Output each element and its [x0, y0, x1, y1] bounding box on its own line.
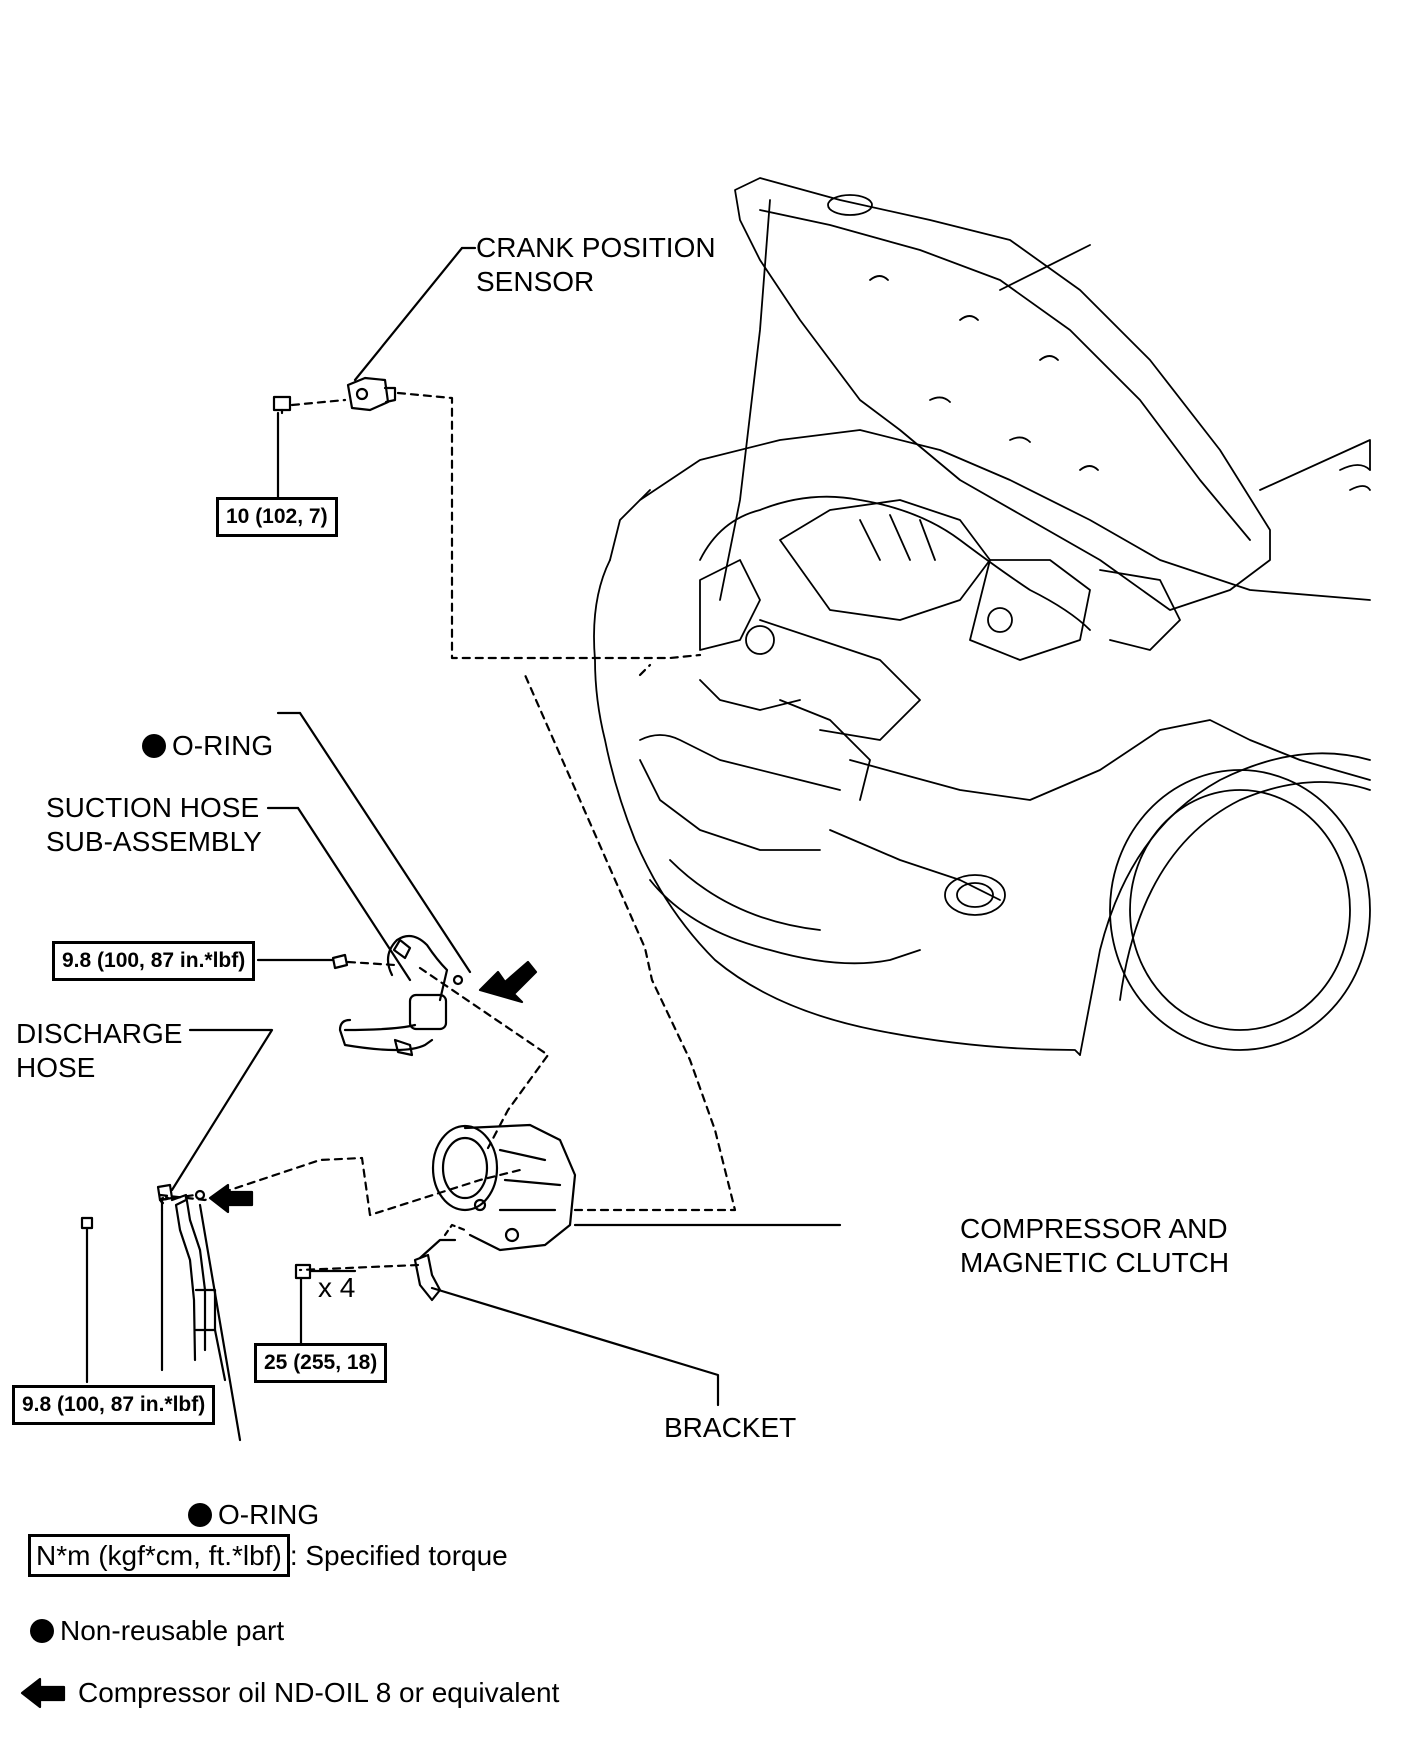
filled-circle-icon [188, 1503, 212, 1527]
arrow-left-icon [208, 1183, 254, 1214]
count-label: x 4 [318, 1272, 356, 1303]
legend-torque: N*m (kgf*cm, ft.*lbf): Specified torque [28, 1534, 508, 1577]
crank-leader-dashed [290, 391, 702, 660]
torque-discharge-bolt: 9.8 (100, 87 in.*lbf) [12, 1385, 216, 1425]
compressor-bolt-part [294, 1263, 357, 1347]
o-ring-top-leader [298, 711, 472, 974]
torque-crank-bolt: 10 (102, 7) [216, 497, 338, 537]
legend-torque-box: N*m (kgf*cm, ft.*lbf) [28, 1534, 290, 1577]
suction-dashed [346, 960, 550, 1150]
suction-hose-part [331, 934, 464, 1057]
legend-nonreusable: Non-reusable part [30, 1614, 284, 1648]
o-ring-bottom-label: O-RING [188, 1464, 319, 1532]
compressor-label: COMPRESSOR AND MAGNETIC CLUTCH [960, 1213, 1230, 1278]
compressor-dashed [523, 673, 737, 1212]
crank-sensor-part [346, 246, 477, 412]
bracket-leader [430, 1286, 720, 1407]
torque-suction-bolt: 9.8 (100, 87 in.*lbf) [52, 941, 256, 981]
filled-circle-icon [30, 1619, 54, 1643]
torque-compressor-bolt: 25 (255, 18) [254, 1343, 388, 1383]
arrow-left-icon [478, 960, 538, 1004]
legend-arrow-icon [20, 1677, 66, 1709]
o-ring-bottom-leader [198, 1203, 242, 1442]
compressor-part [431, 1123, 842, 1252]
suction-hose-label: SUCTION HOSE SUB-ASSEMBLY [46, 792, 262, 857]
filled-circle-icon [142, 734, 166, 758]
legend-torque-text: : Specified torque [289, 1540, 508, 1571]
legend-oil: Compressor oil ND-OIL 8 or equivalent [78, 1677, 560, 1708]
o-ring-top-label: O-RING [142, 695, 273, 763]
bracket-part [298, 1238, 720, 1407]
crank-sensor-label: CRANK POSITION SENSOR [476, 232, 716, 297]
suction-leader [296, 806, 412, 982]
vehicle-illustration [593, 177, 1371, 1056]
crank-bolt-part [272, 395, 292, 512]
discharge-leader [170, 1028, 274, 1192]
bracket-label: BRACKET [664, 1412, 797, 1443]
discharge-hose-part [80, 1028, 522, 1442]
discharge-hose-label: DISCHARGE HOSE [16, 1018, 183, 1083]
